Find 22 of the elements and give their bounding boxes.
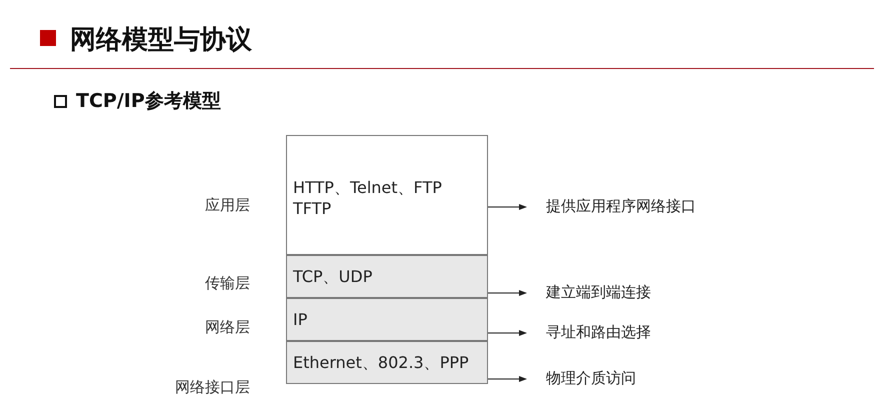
protocol-box	[286, 255, 488, 298]
layer-name: 网络接口层	[174, 378, 250, 397]
function-description: 提供应用程序网络接口	[546, 197, 696, 216]
function-description: 物理介质访问	[546, 369, 636, 388]
arrow	[488, 330, 527, 336]
protocol-box	[286, 135, 488, 255]
layer-name: 传输层	[204, 274, 250, 293]
protocol-list: Ethernet、802.3、PPP	[293, 353, 481, 374]
arrow	[488, 290, 527, 296]
protocol-box	[286, 298, 488, 341]
protocol-box	[286, 341, 488, 384]
layer-name: 应用层	[204, 196, 250, 215]
protocol-list: HTTP、Telnet、FTP TFTP	[293, 178, 481, 218]
function-description: 寻址和路由选择	[546, 323, 651, 342]
slide-title: 网络模型与协议	[70, 24, 252, 57]
subtitle: TCP/IP参考模型	[76, 89, 221, 114]
arrow	[488, 376, 527, 382]
function-description: 建立端到端连接	[546, 283, 651, 302]
protocol-list: IP	[293, 310, 481, 329]
layer-name: 网络层	[204, 318, 250, 337]
protocol-list: TCP、UDP	[293, 267, 481, 288]
arrow	[488, 204, 527, 210]
